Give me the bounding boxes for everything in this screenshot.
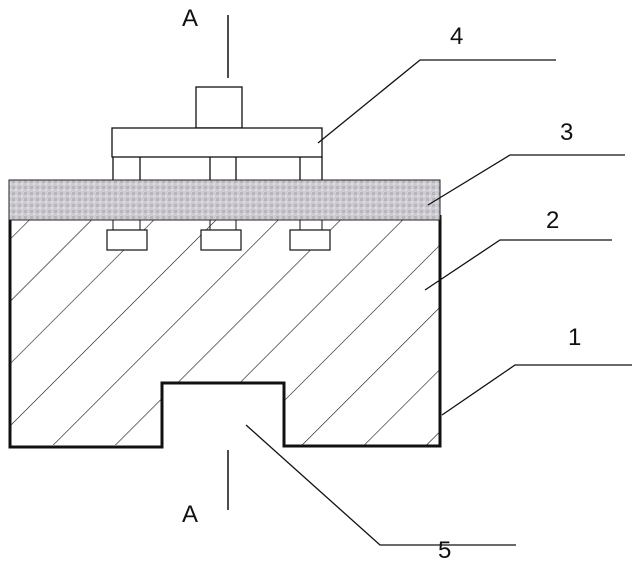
part-3-layer xyxy=(8,179,441,221)
label-part-1: 1 xyxy=(568,324,581,351)
part-1-frame xyxy=(8,215,442,449)
label-part-5: 5 xyxy=(438,537,451,564)
section-label-top: A xyxy=(182,5,198,32)
label-part-2: 2 xyxy=(546,207,559,234)
leader-lines xyxy=(245,59,632,546)
label-part-4: 4 xyxy=(450,23,463,50)
section-label-bottom: A xyxy=(182,501,198,528)
part-2-body xyxy=(10,220,439,445)
leg-extensions xyxy=(112,220,323,230)
embedded-blocks xyxy=(106,229,331,251)
label-part-3: 3 xyxy=(560,119,573,146)
part-4-assembly xyxy=(111,86,323,180)
